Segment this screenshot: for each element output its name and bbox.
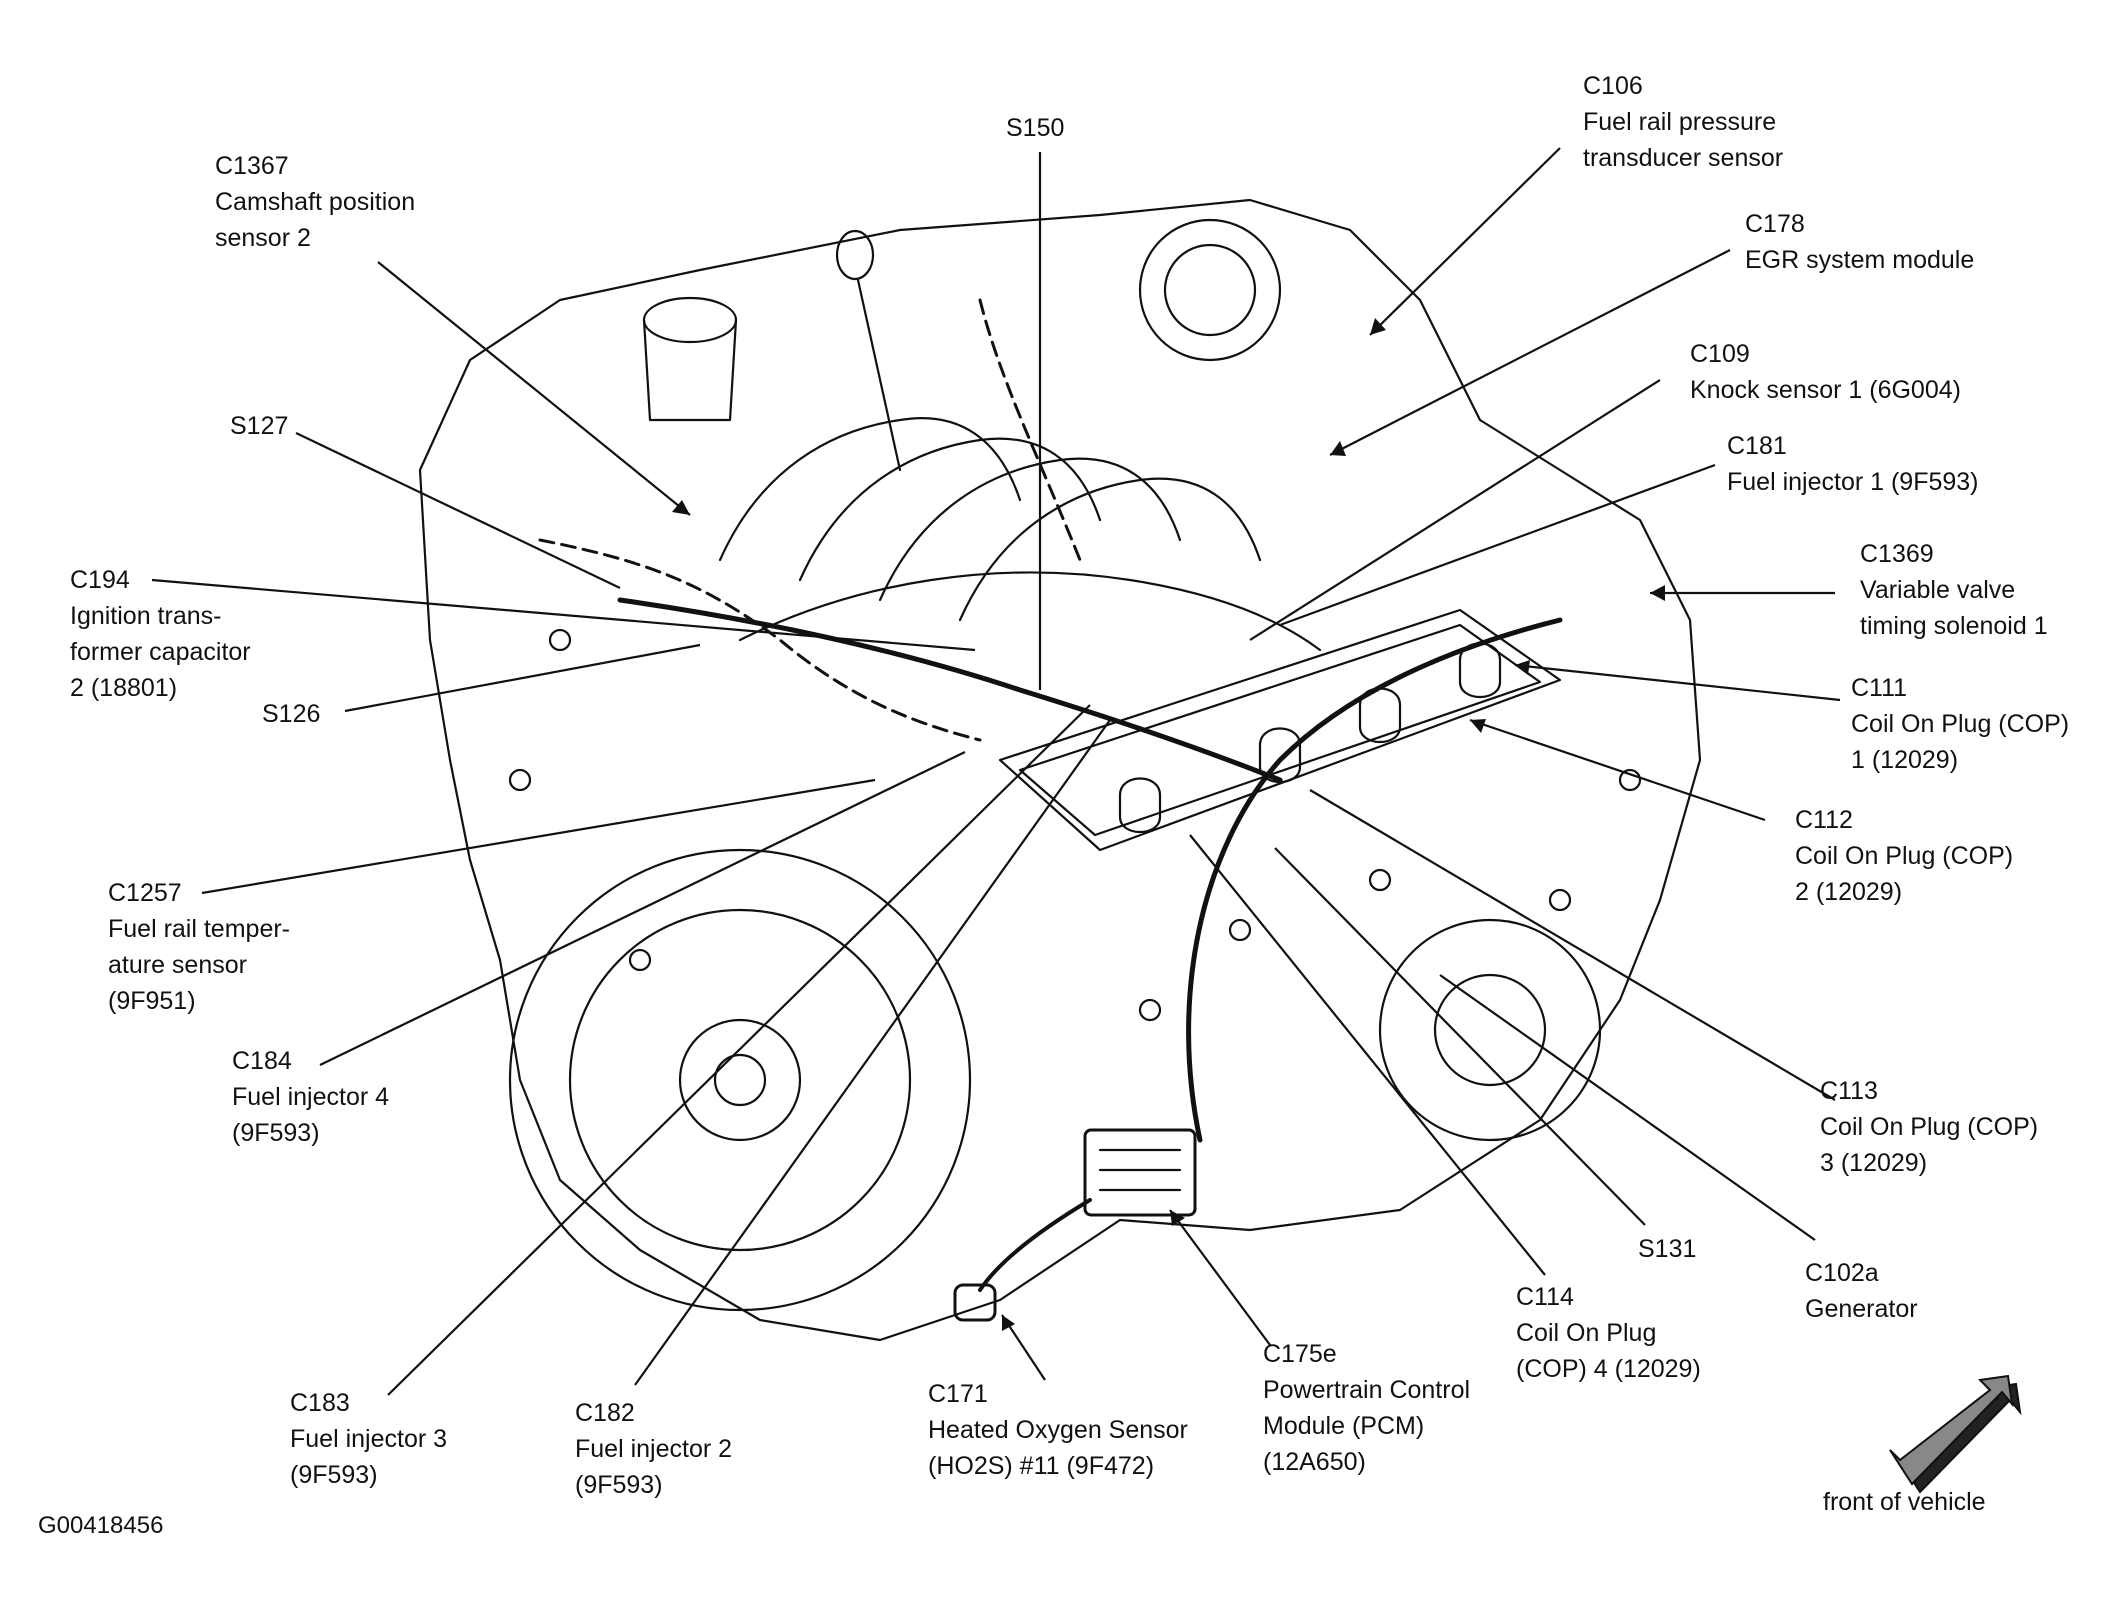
label-s131: S131 [1638, 1231, 1696, 1267]
label-code: C1257 [108, 879, 182, 907]
label-c1257: C1257 Fuel rail temper- ature sensor (9F… [108, 875, 290, 1019]
label-c1369: C1369 Variable valve timing solenoid 1 [1860, 536, 2048, 644]
label-desc: Fuel injector 1 (9F593) [1727, 468, 1979, 496]
label-c184: C184 Fuel injector 4 (9F593) [232, 1043, 389, 1151]
label-code: C171 [928, 1380, 988, 1408]
label-desc: Fuel injector 2 (9F593) [575, 1435, 733, 1499]
label-desc: Powertrain Control Module (PCM) (12A650) [1263, 1376, 1471, 1476]
label-desc: Ignition trans- former capacitor 2 (1880… [70, 602, 251, 702]
label-c181: C181 Fuel injector 1 (9F593) [1727, 428, 1979, 500]
label-code: C194 [70, 566, 130, 594]
label-desc: Generator [1805, 1295, 1918, 1323]
label-desc: Fuel rail temper- ature sensor (9F951) [108, 915, 290, 1015]
label-c178: C178 EGR system module [1745, 206, 1974, 278]
label-c112: C112 Coil On Plug (COP) 2 (12029) [1795, 802, 2013, 910]
label-code: S131 [1638, 1235, 1697, 1263]
label-c182: C182 Fuel injector 2 (9F593) [575, 1395, 732, 1503]
label-c171: C171 Heated Oxygen Sensor (HO2S) #11 (9F… [928, 1376, 1188, 1484]
label-code: C183 [290, 1389, 350, 1417]
figure-id: G00418456 [38, 1512, 164, 1539]
label-c183: C183 Fuel injector 3 (9F593) [290, 1385, 447, 1493]
engine-illustration [418, 198, 1702, 1342]
label-code: C111 [1851, 674, 1908, 702]
label-desc: Variable valve timing solenoid 1 [1860, 576, 2048, 640]
label-c111: C111 Coil On Plug (COP) 1 (12029) [1851, 670, 2069, 778]
label-c114: C114 Coil On Plug (COP) 4 (12029) [1516, 1279, 1701, 1387]
leader-arrowheads [672, 318, 1665, 1331]
label-code: C106 [1583, 72, 1643, 100]
label-desc: Heated Oxygen Sensor (HO2S) #11 (9F472) [928, 1416, 1188, 1480]
label-desc: Fuel rail pressure transducer sensor [1583, 108, 1784, 172]
label-code: S126 [262, 700, 321, 728]
label-s150: S150 [1006, 110, 1064, 146]
label-desc: Fuel injector 3 (9F593) [290, 1425, 448, 1489]
label-c109: C109 Knock sensor 1 (6G004) [1690, 336, 1961, 408]
label-desc: Fuel injector 4 (9F593) [232, 1083, 390, 1147]
label-c113: C113 Coil On Plug (COP) 3 (12029) [1820, 1073, 2038, 1181]
label-desc: Coil On Plug (COP) 2 (12029) [1795, 842, 2014, 906]
label-code: C112 [1795, 806, 1853, 834]
front-of-vehicle-arrow-icon [1889, 1374, 2022, 1494]
label-desc: Camshaft position sensor 2 [215, 188, 416, 252]
label-desc: Coil On Plug (COP) 3 (12029) [1820, 1113, 2039, 1177]
label-code: S150 [1006, 114, 1065, 142]
label-c175e: C175e Powertrain Control Module (PCM) (1… [1263, 1336, 1470, 1480]
label-code: C181 [1727, 432, 1787, 460]
label-s127: S127 [230, 408, 288, 444]
label-desc: Coil On Plug (COP) 4 (12029) [1516, 1319, 1701, 1383]
label-code: S127 [230, 412, 289, 440]
label-c102a: C102a Generator [1805, 1255, 1918, 1327]
label-code: C113 [1820, 1077, 1878, 1105]
label-c106: C106 Fuel rail pressure transducer senso… [1583, 68, 1783, 176]
label-code: C184 [232, 1047, 292, 1075]
label-c194: C194 Ignition trans- former capacitor 2 … [70, 562, 251, 706]
leader-lines [151, 147, 1841, 1396]
label-code: C178 [1745, 210, 1805, 238]
label-code: C1369 [1860, 540, 1934, 568]
label-code: C1367 [215, 152, 289, 180]
label-desc: Knock sensor 1 (6G004) [1690, 376, 1961, 404]
front-of-vehicle-label: front of vehicle [1823, 1488, 1986, 1516]
label-c1367: C1367 Camshaft position sensor 2 [215, 148, 415, 256]
label-s126: S126 [262, 696, 320, 732]
label-code: C102a [1805, 1259, 1879, 1287]
label-code: C182 [575, 1399, 635, 1427]
label-code: C114 [1516, 1283, 1574, 1311]
label-desc: Coil On Plug (COP) 1 (12029) [1851, 710, 2070, 774]
label-code: C109 [1690, 340, 1750, 368]
label-code: C175e [1263, 1340, 1337, 1368]
label-desc: EGR system module [1745, 246, 1975, 274]
